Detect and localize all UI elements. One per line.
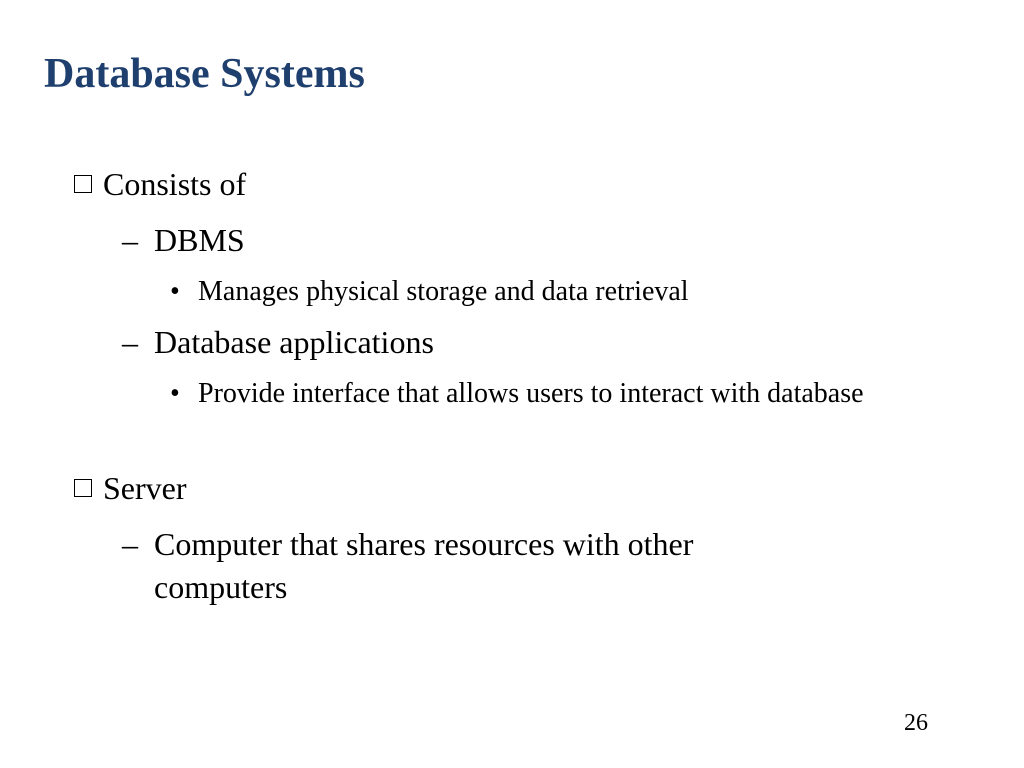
outline-subitem-database-applications: – Database applications (122, 321, 842, 364)
outline-item-label: Server (103, 470, 187, 506)
checkbox-square-icon (74, 479, 96, 501)
slide-title: Database Systems (44, 51, 365, 97)
dash-bullet: – (122, 526, 138, 562)
page-number: 26 (904, 710, 928, 736)
outline-subitem-label: Database applications (154, 324, 434, 360)
outline-subitem-dbms: – DBMS (122, 219, 842, 262)
outline-detail-label: Manages physical storage and data retrie… (198, 276, 689, 307)
outline-subitem-label: Computer that shares resources with othe… (154, 526, 694, 605)
dot-bullet: • (170, 276, 180, 307)
outline-detail-manages-storage: • Manages physical storage and data retr… (170, 271, 910, 312)
checkbox-square-icon (74, 175, 96, 197)
outline-item-consists-of: Consists of (74, 164, 246, 204)
outline-detail-provide-interface: • Provide interface that allows users to… (170, 373, 890, 414)
dot-bullet: • (170, 378, 180, 409)
outline-item-server: Server (74, 468, 187, 508)
dash-bullet: – (122, 222, 138, 258)
dash-bullet: – (122, 324, 138, 360)
outline-item-label: Consists of (103, 166, 247, 202)
outline-subitem-label: DBMS (154, 222, 245, 258)
outline-subitem-computer-shares: – Computer that shares resources with ot… (122, 523, 802, 609)
outline-detail-label: Provide interface that allows users to i… (198, 378, 864, 409)
